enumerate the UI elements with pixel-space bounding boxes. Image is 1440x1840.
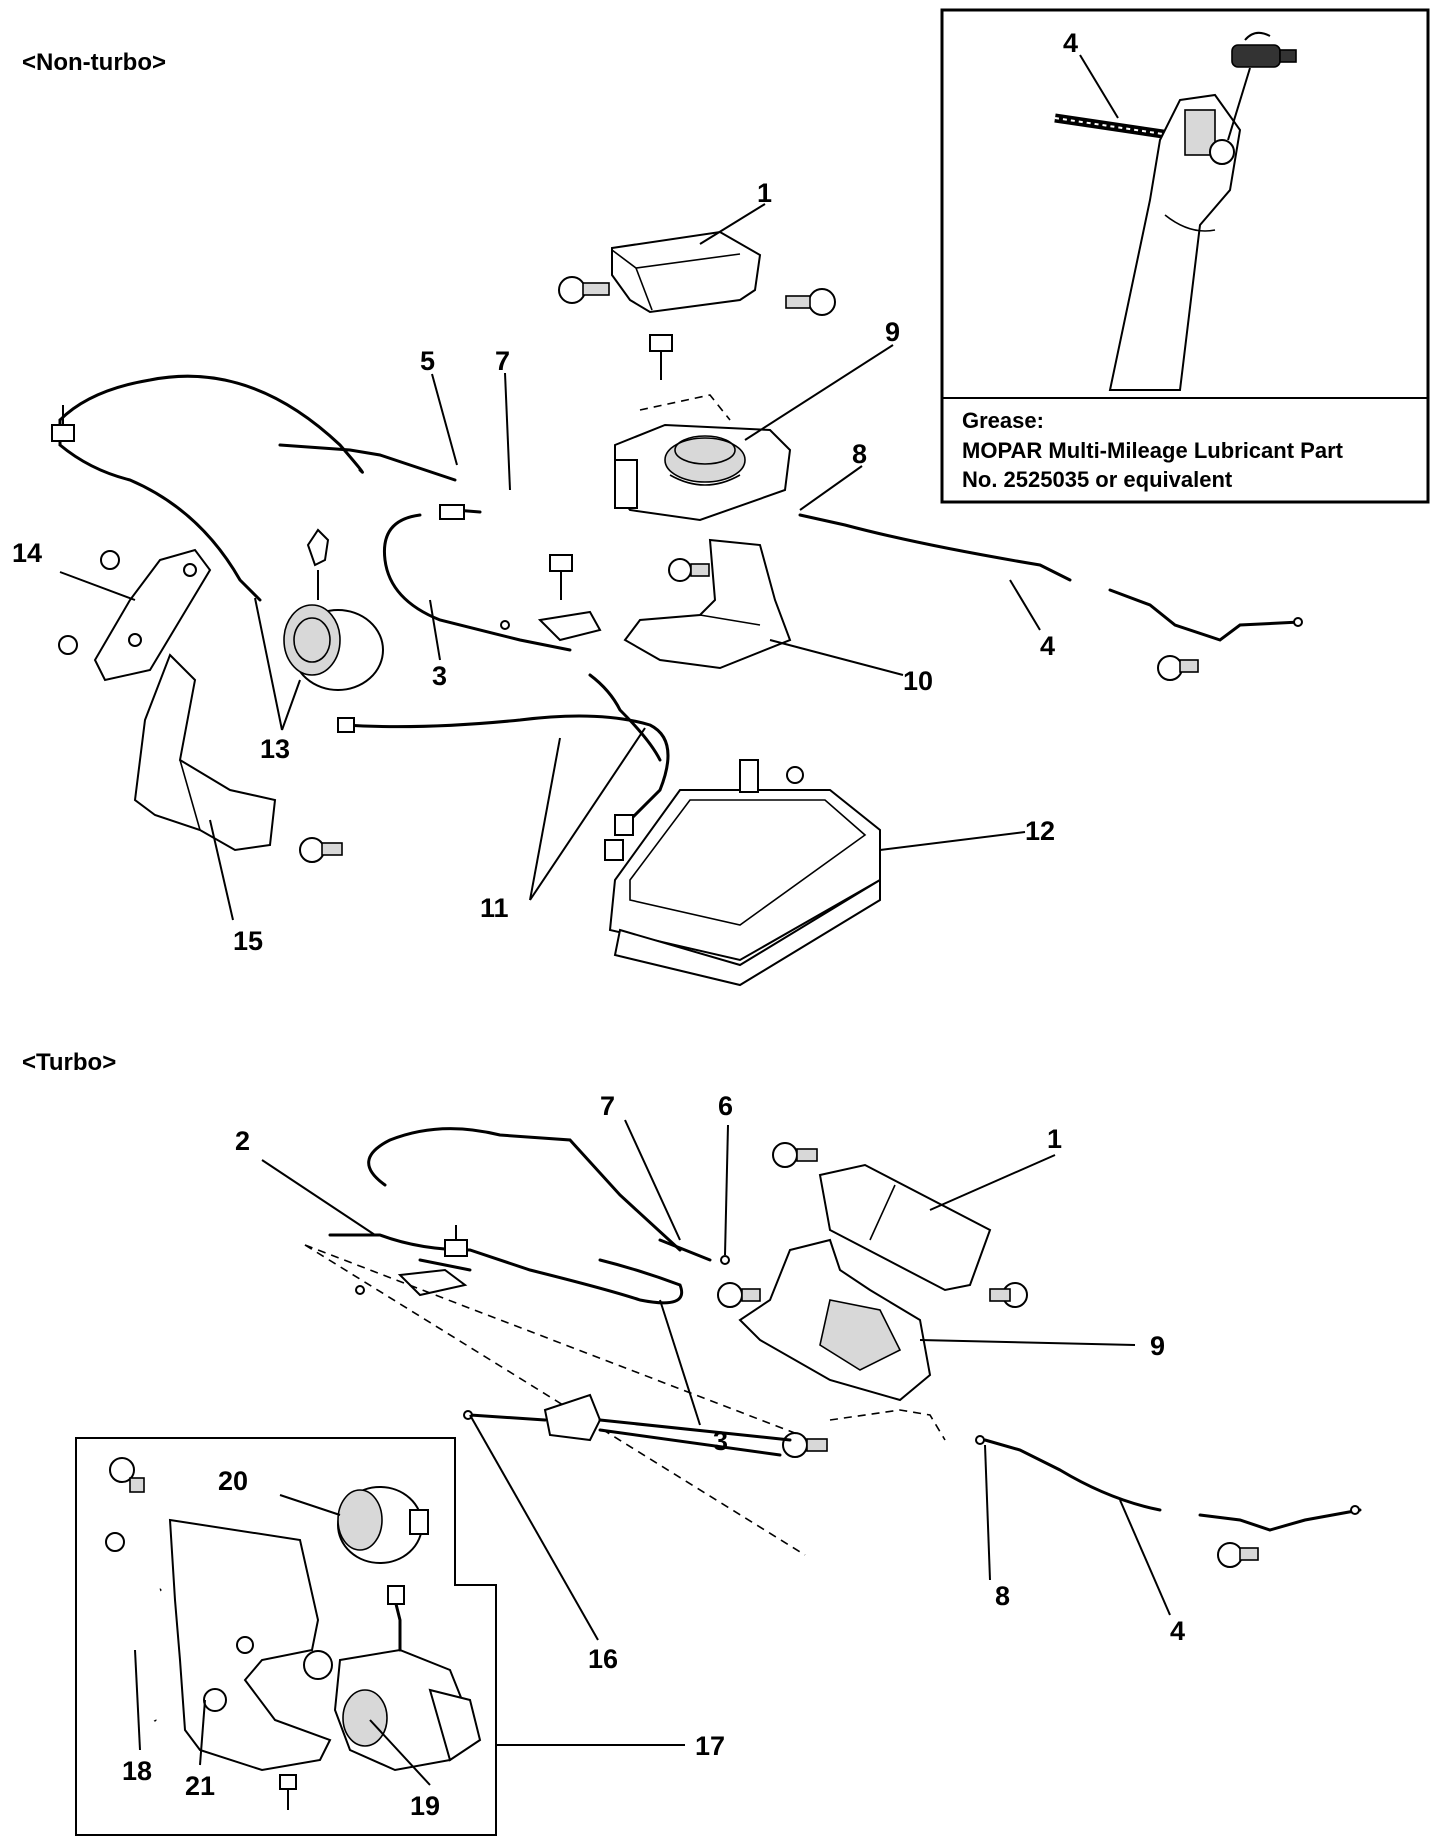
callout-nt-1: 1 — [757, 178, 772, 208]
throttle-cable-part — [304, 1127, 806, 1556]
cover-part — [611, 230, 762, 314]
callout-t-4: 4 — [1170, 1616, 1185, 1646]
callout-t-1: 1 — [1047, 1124, 1062, 1154]
tray-part — [608, 759, 881, 987]
callout-nt-12: 12 — [1025, 816, 1055, 846]
callout-nt-15: 15 — [233, 926, 263, 956]
non-turbo-title: <Non-turbo> — [22, 49, 166, 76]
callout-inset-4: 4 — [1063, 28, 1078, 58]
cover-part — [772, 1142, 1028, 1308]
callout-t-6: 6 — [718, 1091, 733, 1121]
callout-t-2: 2 — [235, 1126, 250, 1156]
bolt-icon — [782, 1432, 828, 1458]
callout-nt-11: 11 — [480, 893, 509, 923]
callout-nt-13: 13 — [260, 734, 290, 764]
grease-line-2: No. 2525035 or equivalent — [962, 467, 1233, 492]
callout-nt-4: 4 — [1040, 631, 1055, 661]
callout-nt-9: 9 — [885, 317, 900, 347]
bolt-icon — [649, 334, 673, 380]
callout-nt-8: 8 — [852, 439, 867, 469]
actuator-part — [717, 1238, 932, 1402]
grease-icon — [1227, 31, 1297, 141]
bolt-icon — [558, 276, 610, 304]
throttle-cable-part — [51, 374, 602, 652]
callout-nt-7: 7 — [495, 346, 510, 376]
cable-part — [798, 513, 1303, 681]
small-bracket-part — [58, 548, 212, 682]
mounting-bracket-part — [133, 653, 343, 863]
grease-inset: 4 Grease: MOPAR Multi-Mileage Lubricant … — [940, 8, 1430, 504]
callout-nt-3: 3 — [432, 661, 447, 691]
cable-part — [975, 1435, 1362, 1568]
turbo-assembly: 2 7 6 1 9 3 20 8 4 16 17 18 21 19 — [75, 1091, 1362, 1836]
non-turbo-assembly: 1 5 7 9 8 14 3 4 10 13 12 11 15 — [12, 178, 1303, 987]
callout-t-3: 3 — [713, 1426, 728, 1456]
callout-t-17: 17 — [695, 1731, 725, 1761]
hose-part — [337, 673, 670, 861]
turbo-title: <Turbo> — [22, 1049, 116, 1076]
callout-t-19: 19 — [410, 1791, 440, 1821]
callout-t-20: 20 — [218, 1466, 248, 1496]
callout-t-21: 21 — [185, 1771, 215, 1801]
bolt-icon — [549, 554, 573, 600]
callout-t-16: 16 — [588, 1644, 618, 1674]
actuator-part — [614, 394, 792, 522]
vacuum-actuator-part — [283, 528, 384, 691]
callout-nt-14: 14 — [12, 538, 42, 568]
grease-title: Grease: — [962, 408, 1044, 433]
grease-line-1: MOPAR Multi-Mileage Lubricant Part — [962, 438, 1344, 463]
bracket-part — [623, 538, 792, 670]
callout-nt-5: 5 — [420, 346, 435, 376]
cable-part — [304, 1244, 801, 1457]
callout-t-8: 8 — [995, 1581, 1010, 1611]
callout-t-7: 7 — [600, 1091, 615, 1121]
callout-t-18: 18 — [122, 1756, 152, 1786]
bolt-icon — [785, 288, 836, 316]
callout-t-9: 9 — [1150, 1331, 1165, 1361]
callout-nt-10: 10 — [903, 666, 933, 696]
